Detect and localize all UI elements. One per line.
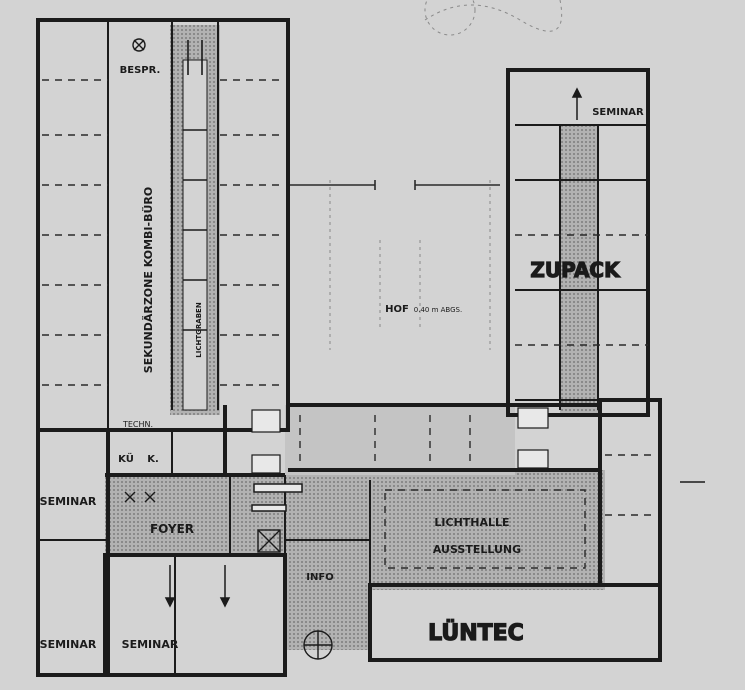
label-ausstellung: AUSSTELLUNG xyxy=(433,543,521,556)
label-info: INFO xyxy=(306,572,333,583)
label-sekundaerzone: SEKUNDÄRZONE KOMBI-BÜRO xyxy=(141,187,155,373)
office-grid xyxy=(42,79,655,569)
label-lichthalle: LICHTHALLE xyxy=(434,516,509,529)
label-seminar-bottom-mid: SEMINAR xyxy=(122,638,179,651)
corridor-north-link xyxy=(285,405,515,475)
label-seminar-bottom-left: SEMINAR xyxy=(40,638,97,651)
courtyard-fence xyxy=(290,180,500,190)
label-techn: TECHN. xyxy=(122,420,153,429)
lichtgraben-shaft xyxy=(182,59,208,411)
label-lichtgraben: LICHTGRABEN xyxy=(195,302,203,358)
label-seminar-left: SEMINAR xyxy=(40,495,97,508)
arrows xyxy=(164,87,705,608)
stair-marks xyxy=(183,40,207,331)
label-foyer: FOYER xyxy=(150,522,194,536)
label-bespr: BESPR. xyxy=(120,65,161,76)
label-luentec: LÜNTEC xyxy=(428,620,524,646)
label-hof-note: 0.40 m ABGS. xyxy=(414,306,462,314)
interior-walls xyxy=(40,20,648,675)
label-kue: KÜ xyxy=(118,451,134,465)
label-seminar-right: SEMINAR xyxy=(592,107,644,118)
corridor-info xyxy=(285,540,370,650)
label-hof: HOF xyxy=(385,304,409,315)
cross-markers xyxy=(124,38,333,660)
label-k: K. xyxy=(147,454,159,465)
corridor-east-wing xyxy=(560,125,598,415)
sanitary-blocks xyxy=(251,407,549,474)
room-labels: BESPR. SEKUNDÄRZONE KOMBI-BÜRO LICHTGRAB… xyxy=(40,65,644,651)
corridors xyxy=(105,25,605,650)
site-features xyxy=(329,0,563,350)
label-zupack: ZUPACK xyxy=(530,258,621,282)
